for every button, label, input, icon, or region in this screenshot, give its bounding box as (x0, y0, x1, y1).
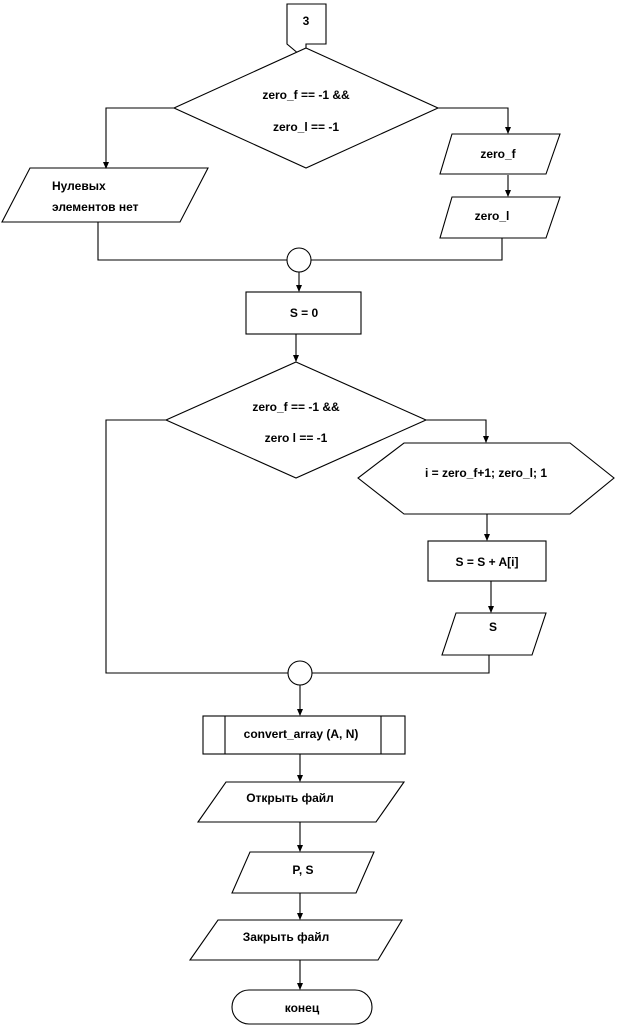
loop-label: i = zero_f+1; zero_l; 1 (425, 466, 547, 480)
output-p-s-label: P, S (292, 863, 313, 877)
output-zero-f: zero_f (439, 133, 561, 175)
junction-2 (287, 660, 313, 686)
io-close-file: Закрыть файл (188, 919, 403, 961)
output-no-zero-elements: Нулевых элементов нет (1, 167, 209, 223)
subroutine-convert-array: convert_array (A, N) (202, 715, 406, 755)
process-sum-label: S = S + A[i] (456, 555, 519, 569)
io-open-file: Открыть файл (196, 781, 406, 823)
decision-1: zero_f == -1 && zero_l == -1 (172, 47, 440, 169)
loop-hexagon: i = zero_f+1; zero_l; 1 (357, 442, 615, 515)
terminator-label: конец (285, 1001, 320, 1015)
output-zero-f-label: zero_f (480, 147, 516, 161)
output-p-s: P, S (231, 851, 375, 894)
decision-2-line2: zero l == -1 (265, 431, 328, 445)
output-s: S (441, 612, 547, 656)
connector-label: 3 (303, 14, 310, 28)
junction-1 (286, 247, 312, 273)
decision-1-line2: zero_l == -1 (273, 120, 339, 134)
subroutine-label: convert_array (A, N) (244, 727, 359, 741)
open-file-label: Открыть файл (246, 791, 334, 805)
output-zero-l: zero_l (439, 196, 561, 239)
decision-2-line1: zero_f == -1 && (252, 400, 340, 414)
terminator-end: конец (231, 989, 373, 1025)
output-zero-l-label: zero_l (475, 209, 510, 223)
no-zero-line1: Нулевых (52, 179, 106, 193)
connectors (97, 107, 511, 990)
process-s-zero: S = 0 (245, 291, 362, 335)
no-zero-line2: элементов нет (52, 200, 139, 214)
offpage-connector: 3 (286, 3, 327, 62)
decision-2: zero_f == -1 && zero l == -1 (164, 361, 428, 479)
decision-1-line1: zero_f == -1 && (262, 88, 350, 102)
process-s-zero-label: S = 0 (290, 306, 319, 320)
process-sum: S = S + A[i] (427, 540, 547, 582)
output-s-label: S (489, 620, 497, 634)
close-file-label: Закрыть файл (243, 930, 330, 944)
